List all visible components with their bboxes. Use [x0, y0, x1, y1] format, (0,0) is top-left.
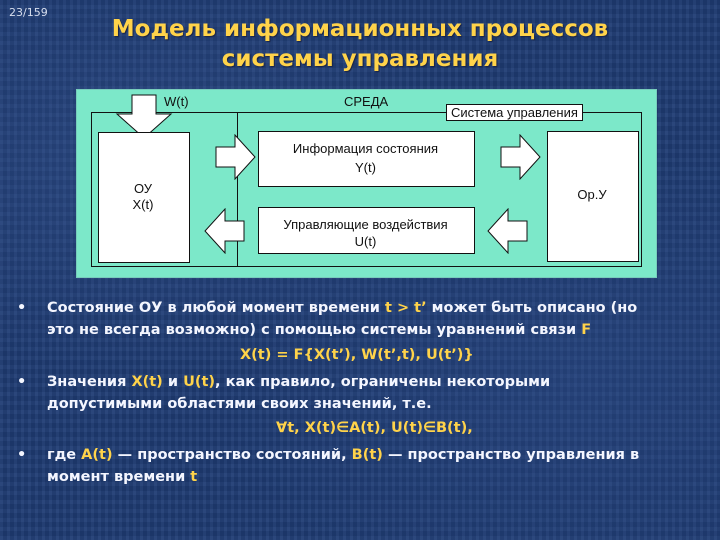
state-information-var: Y(t) — [355, 160, 376, 175]
controlled-object-label: ОУ — [133, 181, 153, 196]
bullet-2-line-1: Значения X(t) и U(t), как правило, огран… — [47, 372, 550, 393]
bullet-highlight: U(t) — [183, 374, 216, 390]
bullet-text: — пространство состояний, — [112, 447, 352, 463]
bullet-highlight: B(t) — [351, 447, 383, 463]
bullet-2-line-2: допустимыми областями своих значений, т.… — [47, 396, 432, 412]
slide-title-line-1: Модель информационных процессов — [111, 16, 609, 42]
bullet-text: , как правило, ограничены некоторыми — [215, 374, 551, 390]
state-information-label: Информация состояния — [292, 141, 439, 156]
bullet-text: может быть описано (но — [426, 300, 638, 316]
bullet-1-formula: X(t) = F{X(t’), W(t’,t), U(t’)} — [240, 347, 474, 363]
left-arrow-icon — [487, 208, 528, 254]
control-actions-label: Управляющие воздействия — [283, 217, 448, 232]
controlled-object-state: X(t) — [132, 197, 154, 212]
bullet-1-line-2: это не всегда возможно) с помощью систем… — [47, 320, 591, 341]
bullet-3-line-1: где A(t) — пространство состояний, B(t) … — [47, 445, 639, 466]
bullet-3-line-2: момент времени t — [47, 467, 197, 488]
control-actions-box — [258, 207, 475, 254]
bullet-marker: • — [17, 447, 27, 463]
bullet-highlight: t — [190, 469, 198, 485]
bullet-text: это не всегда возможно) с помощью систем… — [47, 322, 582, 338]
bullet-highlight: A(t) — [81, 447, 113, 463]
bullet-highlight: t > t’ — [385, 300, 427, 316]
bullet-text: и — [162, 374, 184, 390]
slide-title-line-2: системы управления — [221, 46, 499, 72]
disturbance-arrow-icon — [115, 94, 173, 139]
bullet-marker: • — [17, 374, 27, 390]
control-system-label: Система управления — [446, 104, 583, 121]
right-arrow-icon — [215, 134, 256, 180]
bullet-highlight: F — [581, 322, 592, 338]
slide-number: 23/159 — [9, 6, 48, 19]
right-arrow-icon — [500, 134, 541, 180]
bullet-2-formula: ∀t, X(t)∈A(t), U(t)∈B(t), — [276, 420, 473, 436]
control-system-frame — [237, 112, 642, 267]
state-information-box — [258, 131, 475, 187]
bullet-text: момент времени — [47, 469, 191, 485]
environment-label: СРЕДА — [344, 94, 389, 109]
disturbance-label: W(t) — [164, 94, 189, 109]
control-actions-var: U(t) — [354, 234, 377, 249]
control-unit-label: Ор.У — [577, 187, 607, 202]
bullet-text: Состояние ОУ в любой момент времени — [47, 300, 385, 316]
bullet-text: Значения — [47, 374, 132, 390]
control-unit-box — [547, 131, 639, 262]
process-diagram: W(t) СРЕДА Система управления ОУ X(t) Ин… — [76, 89, 657, 278]
bullet-text: где — [47, 447, 82, 463]
left-arrow-icon — [204, 208, 245, 254]
controlled-object-box — [98, 132, 190, 263]
bullet-highlight: X(t) — [131, 374, 163, 390]
bullet-marker: • — [17, 300, 27, 316]
bullet-1-line-1: Состояние ОУ в любой момент времени t > … — [47, 298, 637, 319]
slide-title: Модель информационных процессов системы … — [80, 14, 640, 74]
bullet-text: — пространство управления в — [382, 447, 640, 463]
